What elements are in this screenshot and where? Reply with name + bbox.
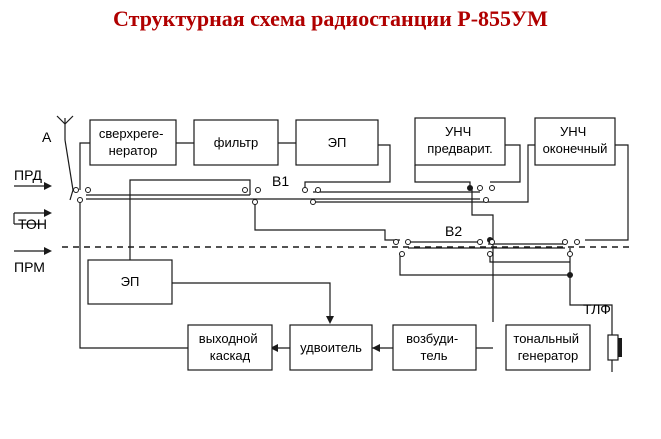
block-tone-gen [505, 324, 591, 371]
switch-contact [567, 251, 573, 257]
block-unch-out [534, 117, 616, 166]
switch-contact [487, 251, 493, 257]
label-antenna: А [42, 129, 52, 145]
switch-contact [399, 251, 405, 257]
switch-contact [574, 239, 580, 245]
doubler-output-arrow [270, 344, 278, 352]
switch-contact [73, 187, 79, 193]
block-unch-pre [414, 117, 506, 166]
switch-contact [477, 185, 483, 191]
block-superregen [89, 119, 177, 166]
label-output-stage: выходной каскад [199, 331, 261, 363]
switch-contact [489, 239, 495, 245]
wire-unch-pre-out [490, 144, 521, 183]
switch-contact [405, 239, 411, 245]
b1-bus-top [69, 189, 74, 201]
block-ep-left [87, 259, 173, 305]
wire-superregen-down [79, 142, 90, 190]
switch-contact [489, 185, 495, 191]
label-superregen: сверхреге- нератор [99, 126, 167, 158]
wire-ep-top-down [304, 144, 391, 190]
switch-contact [255, 187, 261, 193]
switch-contact [393, 239, 399, 245]
wire-ep-left-up [129, 179, 251, 260]
wire-tlf [569, 248, 613, 335]
label-tone-gen: тональный генератор [513, 331, 582, 363]
label-prm: ПРМ [14, 259, 45, 275]
label-unch-pre: УНЧ предварит. [427, 124, 492, 156]
antenna-line [64, 139, 74, 191]
switch-contact [562, 239, 568, 245]
switch-contact [77, 197, 83, 203]
switch-contact [85, 187, 91, 193]
label-filter: фильтр [214, 135, 258, 150]
antenna-icon [56, 115, 74, 140]
junction-dot [567, 272, 573, 278]
switch-contact [302, 187, 308, 193]
block-output-stage [187, 324, 273, 371]
wire-ep-doubler [172, 282, 331, 322]
ton-arrow-head [44, 209, 52, 217]
label-exciter: возбуди- тель [406, 331, 462, 363]
block-exciter [392, 324, 477, 371]
prm-arrow-head [44, 247, 52, 255]
switch-contact [315, 187, 321, 193]
label-prd: ПРД [14, 167, 42, 183]
wire-left-bus [79, 200, 188, 349]
label-ton: ТОН [18, 216, 47, 232]
label-unch-out: УНЧ оконечный [543, 124, 608, 156]
junction-dot [467, 185, 473, 191]
switch-contact [477, 239, 483, 245]
switch-contact [252, 199, 258, 205]
b2-wire-1 [254, 202, 400, 241]
block-ep-top [295, 119, 379, 166]
wire-unch-out-left [490, 144, 535, 203]
label-b1: В1 [272, 173, 289, 189]
switch-contact [242, 187, 248, 193]
headphone-icon [607, 334, 622, 361]
ep-doubler-arrow [326, 316, 334, 324]
wire-unch-pre-in [414, 165, 471, 188]
block-filter [193, 119, 279, 166]
switch-contact [310, 199, 316, 205]
prd-arrow-head [44, 182, 52, 190]
wire-unch-out-right [585, 144, 629, 241]
page-title: Структурная схема радиостанции Р-855УМ [113, 6, 548, 31]
label-ep-top: ЭП [328, 135, 347, 150]
b2-wire-2 [399, 255, 570, 276]
wire-tone-up [471, 188, 494, 322]
b2-wire-3 [489, 255, 570, 263]
label-b2: В2 [445, 223, 462, 239]
exciter-doubler-arrow [372, 344, 380, 352]
label-tlf: ТЛФ [583, 301, 611, 317]
switch-contact [483, 197, 489, 203]
label-ep-left: ЭП [121, 274, 140, 289]
block-doubler [289, 324, 373, 371]
label-doubler: удвоитель [300, 340, 362, 355]
